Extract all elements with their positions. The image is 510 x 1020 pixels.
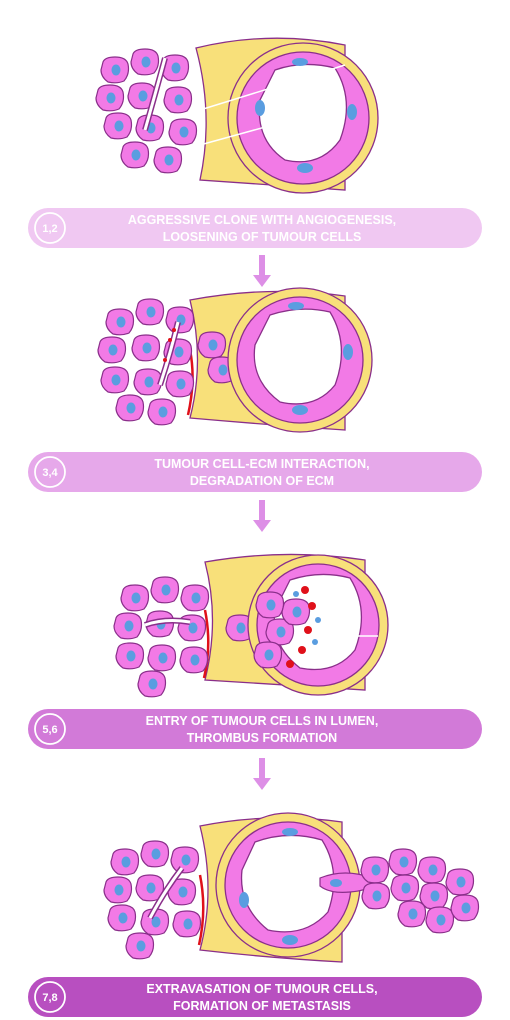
banner-background — [28, 709, 482, 749]
step-title-line-2: THROMBUS FORMATION — [187, 731, 337, 745]
blood-vessel — [227, 287, 373, 433]
step-banner-1: 1,2 AGGRESSIVE CLONE WITH ANGIOGENESIS, … — [28, 208, 482, 248]
blood-vessel — [215, 812, 361, 958]
step-number: 7,8 — [42, 992, 57, 1004]
step-number-badge — [34, 212, 66, 244]
banner-background — [28, 977, 482, 1017]
step-title-line-1: TUMOUR CELL-ECM INTERACTION, — [154, 457, 369, 471]
step-title-line-1: EXTRAVASATION OF TUMOUR CELLS, — [146, 982, 377, 996]
step-title-line-2: DEGRADATION OF ECM — [190, 474, 334, 488]
stage-4-illustration — [103, 812, 480, 963]
arrow-down-icon — [253, 758, 271, 790]
step-title-line-1: ENTRY OF TUMOUR CELLS IN LUMEN, — [146, 714, 379, 728]
step-banner-3: 5,6 ENTRY OF TUMOUR CELLS IN LUMEN, THRO… — [28, 709, 482, 749]
thrombus — [253, 586, 321, 669]
arrow-down-icon — [253, 500, 271, 532]
tumour-cluster — [103, 840, 202, 960]
metastasis-cluster — [360, 848, 480, 934]
step-number: 5,6 — [42, 724, 57, 736]
step-number: 1,2 — [42, 223, 57, 235]
step-banner-4: 7,8 EXTRAVASATION OF TUMOUR CELLS, FORMA… — [28, 977, 482, 1017]
banner-background — [28, 452, 482, 492]
step-title-line-2: FORMATION OF METASTASIS — [173, 999, 351, 1013]
stage-1-illustration — [95, 37, 379, 194]
step-number-badge — [34, 456, 66, 488]
arrow-down-icon — [253, 255, 271, 287]
step-title-line-1: AGGRESSIVE CLONE WITH ANGIOGENESIS, — [128, 213, 396, 227]
step-number-badge — [34, 981, 66, 1013]
banner-background — [28, 208, 482, 248]
stage-3-illustration — [113, 553, 389, 698]
step-title-line-2: LOOSENING OF TUMOUR CELLS — [163, 230, 362, 244]
stage-2-illustration — [97, 287, 373, 433]
step-number: 3,4 — [42, 467, 58, 479]
step-banner-2: 3,4 TUMOUR CELL-ECM INTERACTION, DEGRADA… — [28, 452, 482, 492]
tumour-cluster — [95, 48, 198, 174]
blood-vessel — [227, 42, 379, 194]
step-number-badge — [34, 713, 66, 745]
